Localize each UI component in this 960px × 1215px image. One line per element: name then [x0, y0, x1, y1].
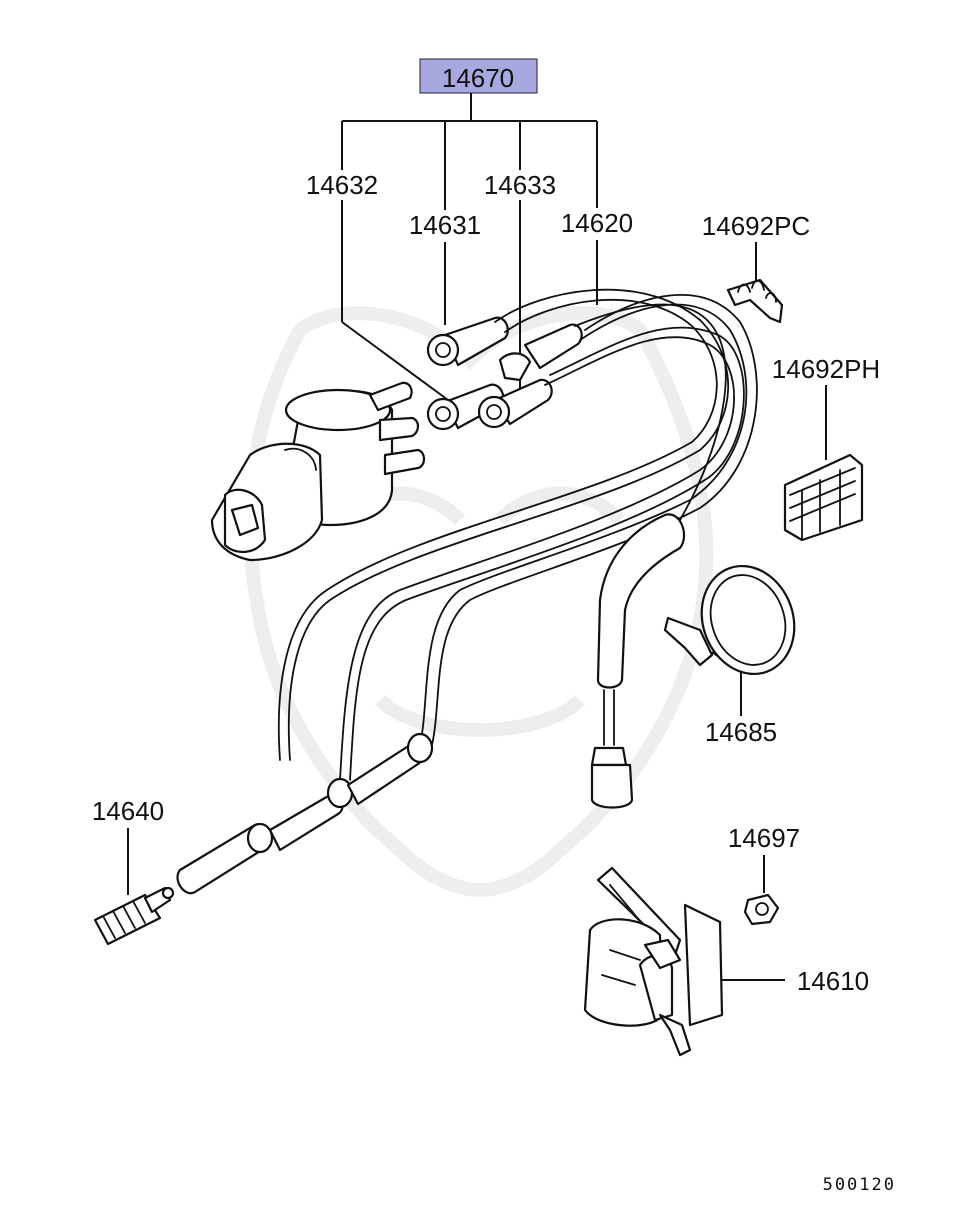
- part-label-14697[interactable]: 14697: [728, 823, 800, 853]
- ignition-coil-14610[interactable]: [583, 866, 724, 1057]
- wire-boot-14632: [426, 383, 505, 431]
- part-label-14633[interactable]: 14633: [484, 170, 556, 200]
- part-label-14620[interactable]: 14620: [561, 208, 633, 238]
- wire-boot-14631: [426, 316, 509, 367]
- assembly-number: 14670: [442, 63, 514, 93]
- assembly-callout[interactable]: 14670: [419, 58, 538, 94]
- distributor-cap[interactable]: [210, 381, 426, 562]
- wire-holder-14692ph[interactable]: [783, 453, 864, 542]
- spark-plug-14640[interactable]: [93, 886, 175, 946]
- nut-14697[interactable]: [743, 893, 780, 926]
- part-label-14640[interactable]: 14640: [92, 796, 164, 826]
- part-label-14610[interactable]: 14610: [797, 966, 869, 996]
- assembly-highlight-box: [419, 58, 538, 94]
- diagram-code: 500120: [823, 1175, 896, 1195]
- spark-plug-wire-set[interactable]: [176, 288, 758, 895]
- wire-boot-14633: [477, 352, 553, 429]
- cable-band-14685[interactable]: [663, 553, 809, 687]
- coil-wire[interactable]: [590, 513, 686, 809]
- part-label-14685[interactable]: 14685: [705, 717, 777, 747]
- part-label-14631[interactable]: 14631: [409, 210, 481, 240]
- assembly-bracket: [341, 93, 598, 401]
- wire-clip-14692pc[interactable]: [726, 278, 784, 324]
- part-label-14692pc[interactable]: 14692PC: [702, 211, 810, 241]
- wire-boot-14620: [523, 323, 583, 370]
- part-label-14692ph[interactable]: 14692PH: [772, 354, 880, 384]
- part-label-14632[interactable]: 14632: [306, 170, 378, 200]
